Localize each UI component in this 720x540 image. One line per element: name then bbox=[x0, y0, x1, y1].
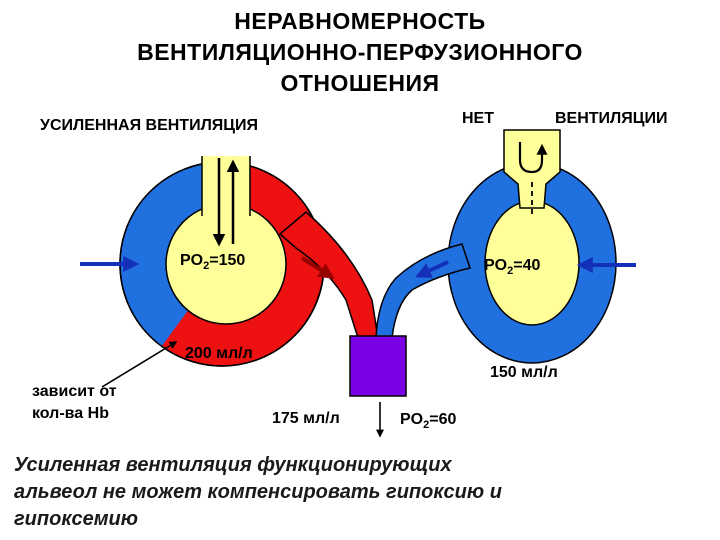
right-alveolus bbox=[447, 129, 617, 364]
caption-line-3: гипоксемию bbox=[14, 508, 139, 530]
hemoglobin-note: зависит от кол-ва Hb bbox=[32, 381, 117, 425]
arrow-icon bbox=[300, 256, 335, 279]
note-line-1: зависит от bbox=[32, 383, 117, 400]
title-line-2: ВЕНТИЛЯЦИОННО-ПЕРФУЗИОННОГО bbox=[137, 39, 583, 65]
caption-line-2: альвеол не может компенсировать гипоксию… bbox=[14, 481, 502, 503]
po2-right-label: PO2=40 bbox=[484, 257, 541, 278]
caption: Усиленная вентиляция функционирующих аль… bbox=[14, 452, 714, 533]
arrow-icon bbox=[415, 260, 449, 278]
blood-flow-arrows bbox=[80, 256, 636, 438]
flow-left-label: 200 мл/л bbox=[185, 345, 253, 362]
note-line-2: кол-ва Hb bbox=[32, 405, 109, 422]
label-no-ventilation-part2: ВЕНТИЛЯЦИИ bbox=[555, 110, 668, 127]
page-title: НЕРАВНОМЕРНОСТЬ ВЕНТИЛЯЦИОННО-ПЕРФУЗИОНН… bbox=[0, 6, 720, 99]
po2-mixed-label: PO2=60 bbox=[400, 411, 457, 432]
note-pointer-arrow-icon bbox=[101, 341, 178, 388]
title-line-1: НЕРАВНОМЕРНОСТЬ bbox=[234, 8, 486, 34]
double-vertical-arrow-icon bbox=[212, 158, 240, 247]
left-airway bbox=[202, 156, 250, 218]
title-line-3: ОТНОШЕНИЯ bbox=[280, 70, 440, 96]
u-turn-arrow-icon bbox=[518, 142, 548, 218]
mixed-blood-chamber bbox=[349, 335, 407, 397]
flow-mixed-label: 175 мл/л bbox=[272, 410, 340, 427]
flow-right-label: 150 мл/л bbox=[490, 364, 558, 381]
label-no-ventilation-part1: НЕТ bbox=[462, 110, 494, 127]
caption-line-1: Усиленная вентиляция функционирующих bbox=[14, 454, 452, 476]
po2-left-label: PO2=150 bbox=[180, 252, 246, 273]
label-increased-ventilation: УСИЛЕННАЯ ВЕНТИЛЯЦИЯ bbox=[40, 117, 258, 134]
